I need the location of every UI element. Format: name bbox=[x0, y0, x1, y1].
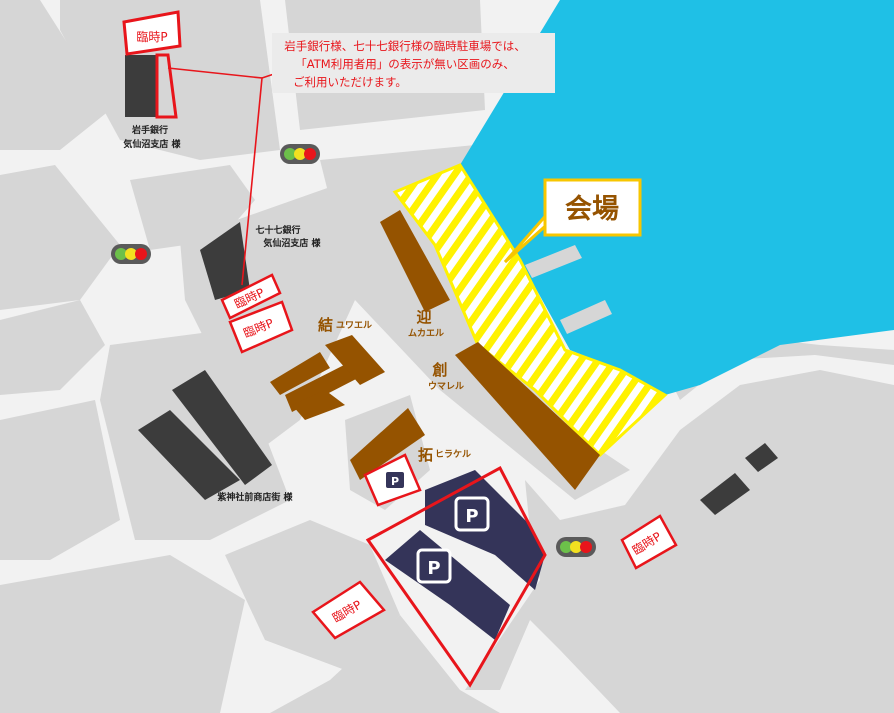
svg-text:P: P bbox=[465, 506, 478, 527]
venue-area bbox=[392, 163, 668, 458]
small-parking: P bbox=[363, 453, 422, 507]
temp-parking-iwate: 臨時P bbox=[122, 10, 182, 119]
svg-text:P: P bbox=[427, 558, 440, 579]
parking-notice: 岩手銀行様、七十七銀行様の臨時駐車場では、 「ATM利用者用」の表示が無い区画の… bbox=[272, 33, 555, 93]
traffic-light-icon bbox=[556, 537, 596, 557]
svg-text:岩手銀行様、七十七銀行様の臨時駐車場では、: 岩手銀行様、七十七銀行様の臨時駐車場では、 bbox=[284, 39, 526, 53]
yuwaeru-kana: ユワエル bbox=[336, 320, 372, 331]
svg-text:ご利用いただけます。: ご利用いただけます。 bbox=[293, 75, 407, 89]
mukaeru-kana: ムカエル bbox=[408, 328, 444, 339]
yuwaeru-kanji: 結 bbox=[318, 316, 333, 334]
mukaeru-kanji: 迎 bbox=[416, 308, 431, 326]
dark-buildings bbox=[125, 55, 778, 515]
svg-text:臨時P: 臨時P bbox=[136, 30, 167, 44]
iwate-bank-name: 岩手銀行 bbox=[131, 124, 168, 136]
shichijushichi-bank-branch: 気仙沼支店 様 bbox=[263, 237, 321, 249]
iwate-bank-branch: 気仙沼支店 様 bbox=[123, 138, 181, 150]
traffic-light-icon bbox=[280, 144, 320, 164]
venue-label: 会場 bbox=[565, 194, 619, 225]
umareru-kana: ウマレル bbox=[428, 381, 464, 392]
parking-icon: P bbox=[454, 496, 490, 532]
piers bbox=[525, 245, 612, 334]
svg-text:P: P bbox=[391, 475, 399, 488]
hirakeru-kana: ヒラケル bbox=[435, 449, 471, 460]
event-buildings bbox=[270, 210, 600, 490]
venue-callout: 会場 bbox=[503, 178, 642, 264]
harbor-sea bbox=[460, 0, 894, 395]
svg-text:「ATM利用者用」の表示が無い区画のみ、: 「ATM利用者用」の表示が無い区画のみ、 bbox=[295, 57, 514, 71]
temp-parking-southwest: 臨時P bbox=[311, 580, 386, 640]
shichijushichi-bank-name: 七十七銀行 bbox=[255, 224, 300, 236]
parking-icon: P bbox=[416, 548, 452, 584]
shopping-street-label: 紫神社前商店街 様 bbox=[217, 491, 293, 503]
main-parking: P P bbox=[365, 465, 547, 688]
hirakeru-kanji: 拓 bbox=[418, 446, 433, 464]
traffic-light-icon bbox=[111, 244, 151, 264]
umareru-kanji: 創 bbox=[431, 361, 447, 379]
temp-parking-east: 臨時P bbox=[620, 514, 678, 570]
